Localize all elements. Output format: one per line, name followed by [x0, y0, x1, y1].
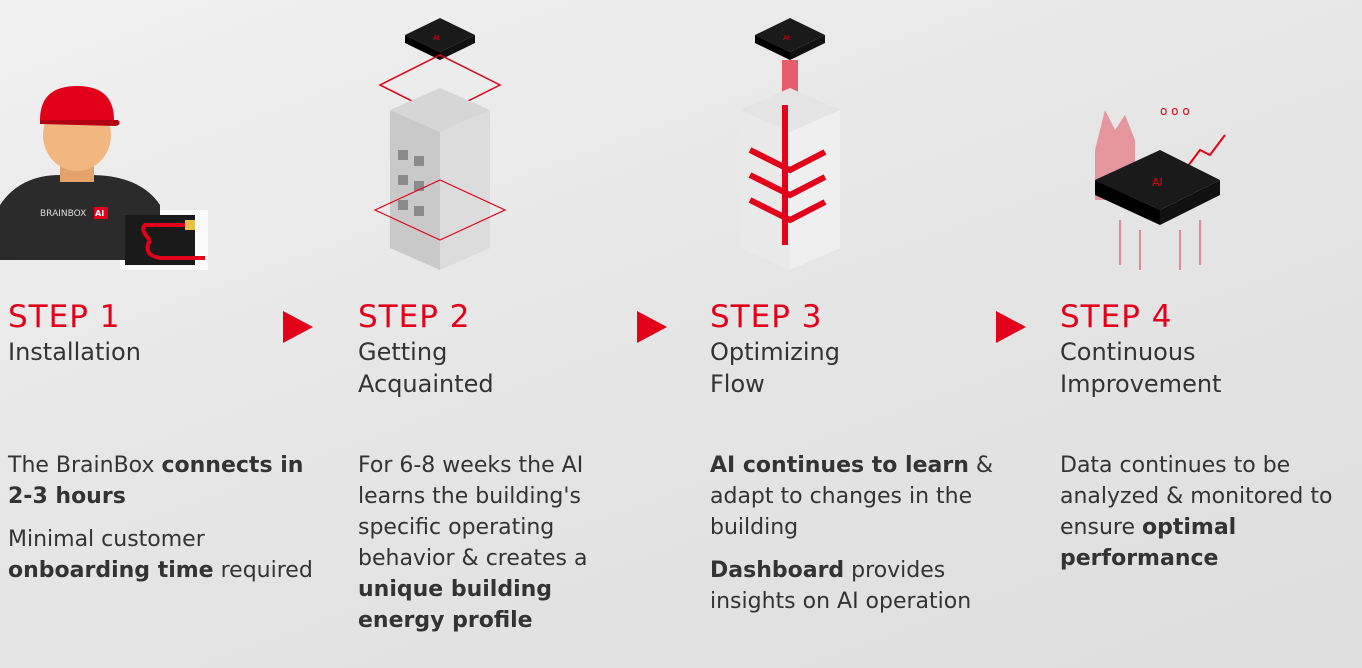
step-2-header: STEP 2 Getting Acquainted [358, 300, 494, 400]
arrow-right-icon [996, 311, 1026, 343]
step-1-description: The BrainBox connects in 2-3 hours Minim… [8, 450, 318, 598]
step-title: Installation [8, 338, 141, 366]
step-4-header: STEP 4 Continuous Improvement [1060, 300, 1221, 400]
arrow-right-icon [637, 311, 667, 343]
step-label: STEP 3 [710, 299, 823, 335]
ai-chip-illustration: o o o AI [1090, 90, 1230, 275]
step-label: STEP 4 [1060, 299, 1173, 335]
desc-paragraph: The BrainBox connects in 2-3 hours [8, 453, 304, 509]
step-title: Optimizing Flow [710, 338, 840, 398]
desc-paragraph: For 6-8 weeks the AI learns the building… [358, 453, 588, 633]
desc-paragraph: Dashboard provides insights on AI operat… [710, 558, 972, 614]
step-3-description: AI continues to learn & adapt to changes… [710, 450, 1030, 629]
arrow-right-icon [283, 311, 313, 343]
step-1-header: STEP 1 Installation [8, 300, 141, 368]
svg-text:AI: AI [1152, 176, 1163, 189]
desc-paragraph: AI continues to learn & adapt to changes… [710, 453, 994, 540]
step-3-header: STEP 3 Optimizing Flow [710, 300, 840, 400]
svg-text:BRAINBOX: BRAINBOX [40, 209, 86, 219]
svg-text:AI: AI [783, 34, 790, 42]
svg-text:AI: AI [95, 209, 104, 218]
step-label: STEP 1 [8, 299, 121, 335]
desc-paragraph: Data continues to be analyzed & monitore… [1060, 453, 1333, 571]
technician-illustration: BRAINBOX AI [0, 80, 215, 270]
step-4-description: Data continues to be analyzed & monitore… [1060, 450, 1352, 586]
step-title: Continuous Improvement [1060, 338, 1222, 398]
step-label: STEP 2 [358, 299, 471, 335]
svg-text:o o o: o o o [1160, 104, 1190, 118]
building-illustration: AI [370, 10, 510, 275]
step-2-description: For 6-8 weeks the AI learns the building… [358, 450, 613, 648]
step-title: Getting Acquainted [358, 338, 494, 398]
flow-illustration: AI [730, 10, 850, 275]
desc-paragraph: Minimal customer onboarding time require… [8, 527, 313, 583]
svg-text:AI: AI [433, 34, 440, 42]
